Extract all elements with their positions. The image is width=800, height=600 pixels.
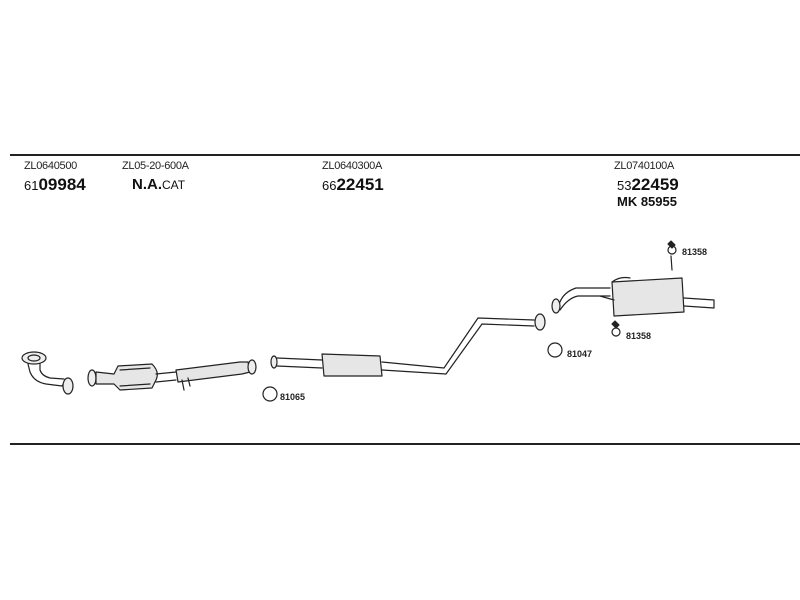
gasket-ring-left bbox=[262, 386, 278, 402]
catalytic-converter bbox=[87, 359, 257, 391]
part-number-3-prefix: 66 bbox=[322, 178, 337, 193]
hanger-bottom-label: 81358 bbox=[626, 331, 652, 341]
rear-muffler bbox=[551, 276, 715, 317]
part-code-4: ZL0740100A bbox=[614, 160, 674, 172]
middle-silencer bbox=[270, 313, 546, 377]
part-number-1-prefix: 61 bbox=[24, 178, 39, 193]
part-code-1: ZL0640500 bbox=[24, 160, 77, 172]
part-desc-2-suffix: CAT bbox=[162, 178, 186, 192]
ring-mid-label: 81047 bbox=[567, 349, 593, 359]
part-number-4-main: 22459 bbox=[631, 175, 679, 194]
gasket-left-label: 81065 bbox=[280, 392, 306, 402]
hanger-icons bbox=[611, 240, 677, 337]
part-number-1-main: 09984 bbox=[38, 175, 86, 194]
mk-number: MK 85955 bbox=[617, 194, 677, 209]
top-rule bbox=[10, 154, 800, 156]
part-number-3: 6622451 bbox=[322, 175, 384, 195]
bottom-rule bbox=[10, 443, 800, 445]
part-desc-2-main: N.A. bbox=[132, 176, 162, 193]
part-number-3-main: 22451 bbox=[336, 175, 384, 194]
front-pipe bbox=[21, 351, 74, 395]
part-number-4-prefix: 53 bbox=[617, 178, 632, 193]
gasket-ring-mid bbox=[547, 342, 563, 358]
hanger-top-label: 81358 bbox=[682, 247, 708, 257]
part-code-3: ZL0640300A bbox=[322, 160, 382, 172]
part-number-4: 5322459 bbox=[617, 175, 679, 195]
part-number-1: 6109984 bbox=[24, 175, 86, 195]
part-code-2: ZL05-20-600A bbox=[122, 160, 189, 172]
part-desc-2: N.A.CAT bbox=[132, 176, 185, 193]
